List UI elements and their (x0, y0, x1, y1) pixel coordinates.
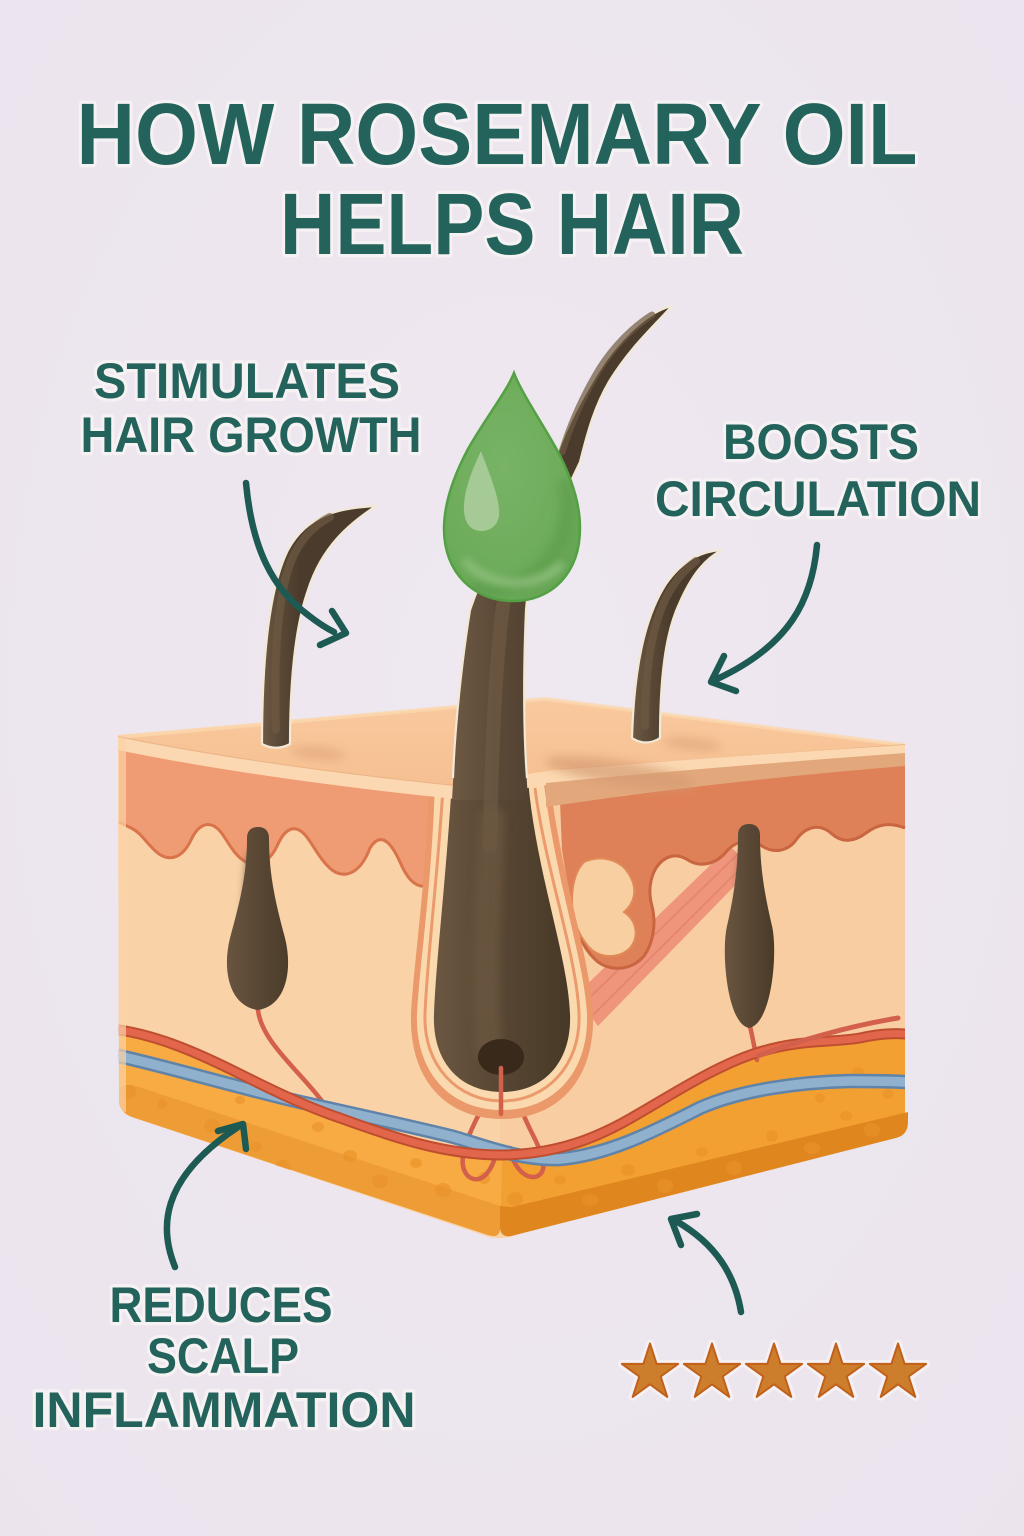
svg-text:STIMULATES: STIMULATES (94, 353, 400, 409)
svg-text:HAIR GROWTH: HAIR GROWTH (81, 407, 422, 463)
svg-text:SCALP: SCALP (147, 1328, 299, 1384)
svg-text:BOOSTS: BOOSTS (723, 414, 919, 470)
svg-text:INFLAMMATION: INFLAMMATION (33, 1382, 416, 1438)
svg-text:HOW ROSEMARY OIL: HOW ROSEMARY OIL (77, 86, 918, 183)
svg-text:CIRCULATION: CIRCULATION (655, 471, 981, 527)
svg-text:HELPS HAIR: HELPS HAIR (280, 176, 744, 273)
svg-text:REDUCES: REDUCES (110, 1277, 333, 1333)
